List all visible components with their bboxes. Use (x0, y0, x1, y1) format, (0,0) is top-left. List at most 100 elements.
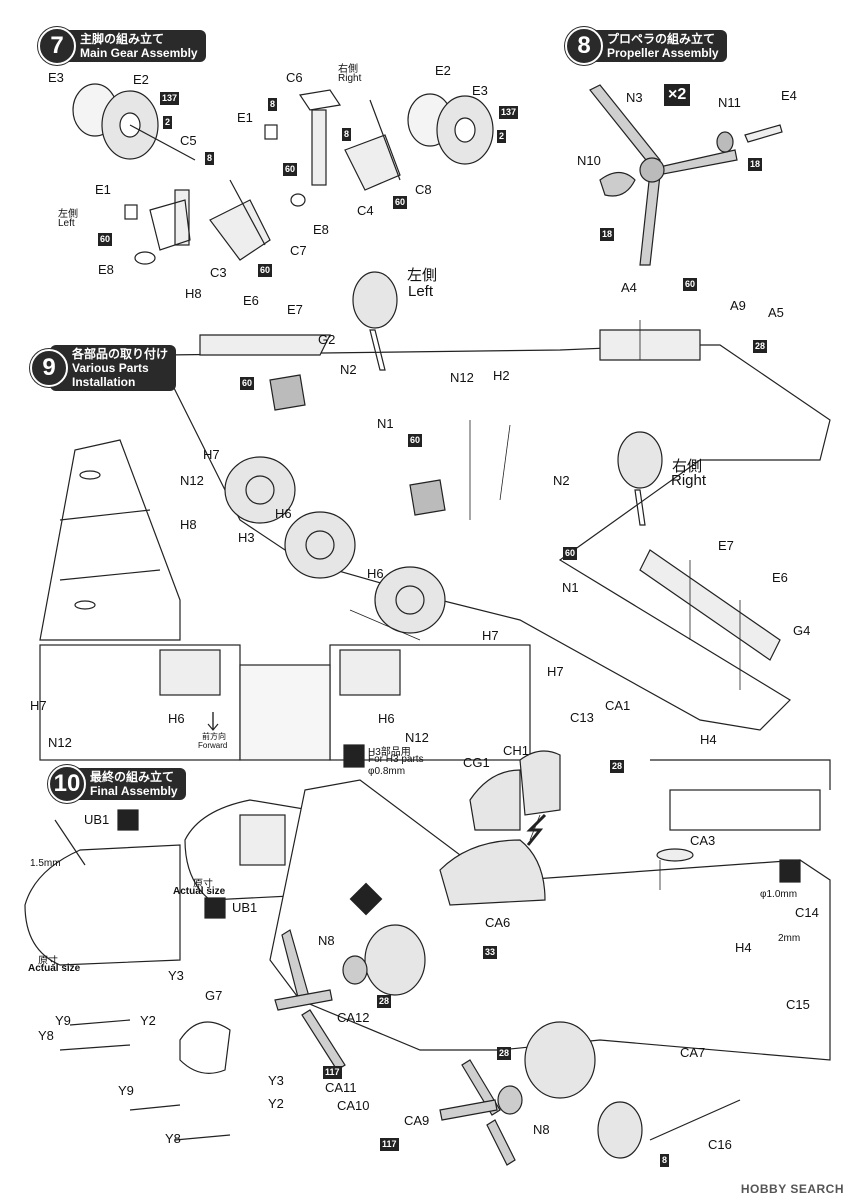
paint-code-badge: 18 (600, 228, 615, 241)
forward-arrow-icon (207, 712, 219, 731)
part-label: E2 (133, 72, 149, 87)
part-label: C5 (180, 133, 197, 148)
step7-title-en: Main Gear Assembly (80, 46, 198, 60)
step7-title: 主脚の組み立て Main Gear Assembly (58, 30, 206, 62)
diamond-symbol-icon (349, 882, 383, 916)
part-label: CA10 (337, 1098, 370, 1113)
part-label: UB1 (84, 812, 110, 827)
h3-note-en: For H3 parts (368, 754, 424, 765)
step9-header: 9 各部品の取り付け Various Parts Installation (30, 345, 177, 391)
paint-code-badge: 8 (342, 128, 352, 141)
part-label: H6 (367, 566, 384, 581)
drill-size-label: φ1.0mm (760, 889, 798, 900)
part-label: C14 (795, 905, 819, 920)
part-label: C8 (415, 182, 432, 197)
part-label: N12 (180, 473, 204, 488)
part-label: N12 (405, 730, 429, 745)
paint-code-badge: 28 (497, 1047, 512, 1060)
label-left-en: Left (408, 283, 434, 300)
drill-icon (343, 744, 801, 883)
part-label: CA12 (337, 1010, 370, 1025)
label-right-en: Right (671, 472, 707, 489)
part-label: Y9 (55, 1013, 71, 1028)
part-label: E3 (48, 70, 64, 85)
forward-label-jp: 前方向 (202, 732, 226, 741)
label-right-jp: 右側 (338, 64, 358, 75)
paint-code-badge: 18 (748, 158, 763, 171)
step8-header: 8 プロペラの組み立て Propeller Assembly (565, 27, 727, 65)
direction-arrow (526, 813, 547, 846)
part-label: N12 (48, 735, 72, 750)
part-label: N11 (718, 95, 741, 110)
paint-code-badge: 137 (160, 92, 180, 105)
part-label: A9 (730, 298, 746, 313)
part-label: N2 (340, 362, 357, 377)
part-label: H7 (30, 698, 47, 713)
label-left-jp: 左側 (58, 209, 78, 220)
part-label: E8 (313, 222, 329, 237)
part-label: CA3 (690, 833, 716, 848)
paint-code-badge: 2 (163, 116, 173, 129)
actual-size-en: Actual size (173, 886, 226, 897)
part-label: CG1 (463, 755, 490, 770)
part-label: N8 (318, 933, 335, 948)
part-label: E7 (718, 538, 734, 553)
part-label: C7 (290, 243, 307, 258)
part-label: H8 (180, 517, 197, 532)
part-label: CA7 (680, 1045, 706, 1060)
part-label: E8 (98, 262, 114, 277)
aircraft-final (59, 750, 831, 1166)
step8-number: 8 (565, 27, 603, 65)
wheel-left (72, 83, 196, 161)
step8-title: プロペラの組み立て Propeller Assembly (585, 30, 727, 62)
part-label: H7 (547, 664, 564, 679)
step7-title-jp: 主脚の組み立て (80, 32, 165, 46)
label-left-jp: 左側 (407, 267, 438, 284)
paint-code-badge: 60 (683, 278, 698, 291)
paint-code-badge: 8 (268, 98, 278, 111)
part-label: CA6 (485, 915, 511, 930)
fuselage-side-inset (650, 759, 831, 831)
part-label: H3 (238, 530, 255, 545)
part-label: Y3 (168, 968, 184, 983)
step9-title-en1: Various Parts (72, 361, 149, 375)
part-label: H7 (482, 628, 499, 643)
paint-code-badge: 60 (258, 264, 273, 277)
paint-code-badge: 60 (563, 547, 578, 560)
quantity-badge: ×2 (664, 84, 691, 106)
ub1-symbol-icon (117, 809, 226, 919)
actual-size-jp: 原寸 (38, 956, 58, 967)
label-right-en: Right (338, 73, 362, 84)
part-label: Y9 (118, 1083, 134, 1098)
h3-note-dia: φ0.8mm (368, 766, 406, 777)
part-label: N2 (553, 473, 570, 488)
part-label: CA1 (605, 698, 631, 713)
part-label: H7 (203, 447, 220, 462)
step8-title-jp: プロペラの組み立て (607, 32, 716, 46)
part-label: G2 (318, 332, 336, 347)
step9-title-jp: 各部品の取り付け (72, 347, 169, 361)
step10-title: 最終の組み立て Final Assembly (68, 768, 186, 800)
watermark: HOBBY SEARCH (740, 1182, 844, 1196)
part-label: A4 (621, 280, 637, 295)
part-label: H6 (168, 711, 185, 726)
actual-size-jp: 原寸 (193, 879, 213, 890)
part-label: Y8 (165, 1131, 181, 1146)
part-label: G4 (793, 623, 811, 638)
paint-code-badge: 2 (497, 130, 507, 143)
part-label: N12 (450, 370, 474, 385)
part-label: E3 (472, 83, 488, 98)
dimension-label: 1.5mm (30, 858, 61, 869)
forward-label-en: Forward (198, 741, 228, 750)
leader-lines (349, 320, 741, 890)
aircraft-wing-underside (159, 271, 831, 731)
part-label: CA9 (404, 1113, 430, 1128)
part-label: C15 (786, 997, 810, 1012)
part-label: N10 (577, 153, 601, 168)
h3-note-jp: H3部品用 (368, 747, 411, 758)
paint-code-badge: 60 (393, 196, 408, 209)
part-label: C6 (286, 70, 303, 85)
part-label: N3 (626, 90, 643, 105)
part-label: H2 (493, 368, 510, 383)
